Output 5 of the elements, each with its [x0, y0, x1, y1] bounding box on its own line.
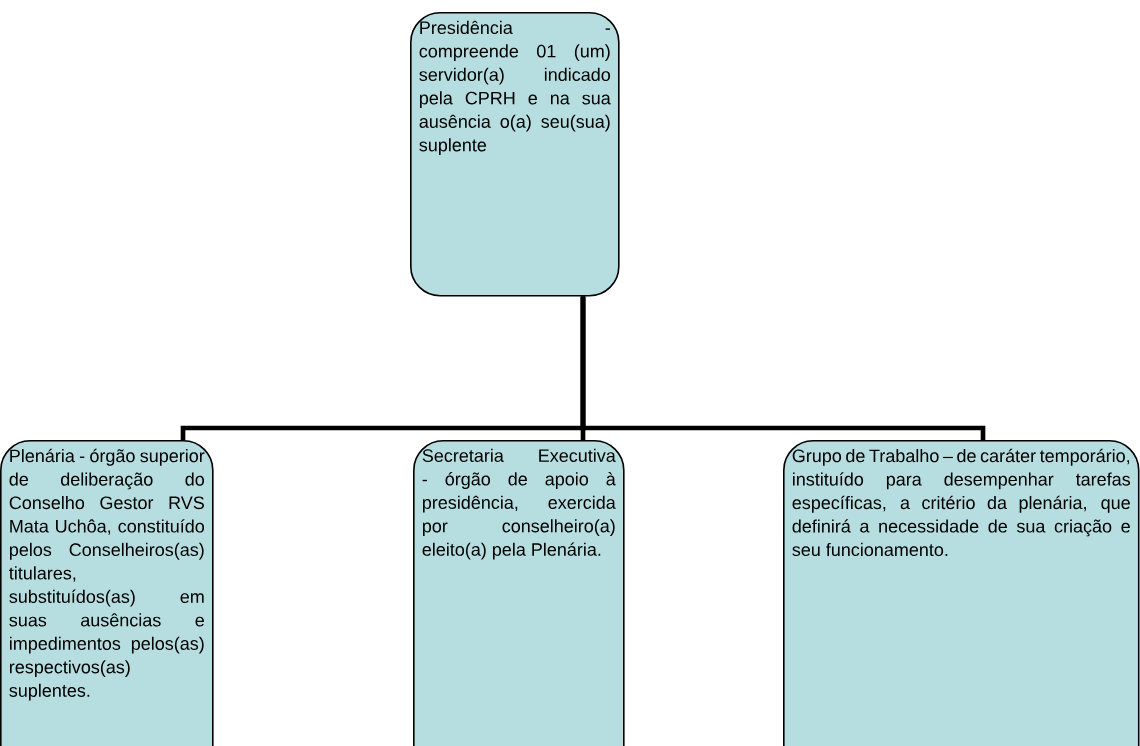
org-box: Presidência - compreende 01 (um) servidor(a) indicado pela CPRH e na sua ausência o(a) seu(sua) suplente — [410, 12, 620, 297]
org-box: Plenária - órgão superior de deliberação do Conselho Gestor RVS Mata Uchôa, constituído pelos Conselheiros(as) titulares, substituídos(as) em suas ausências e impedimentos pelos(as) respectivos(as) suplentes. — [0, 440, 214, 746]
connector-line — [580, 296, 986, 440]
org-box: Secretaria Executiva - órgão de apoio à presidência, exercida por conselheiro(a) eleito(a) pela Plenária. — [413, 440, 625, 746]
org-box: Grupo de Trabalho – de caráter temporário, instituído para desempenhar tarefas específicas, a critério da plenária, que definirá a necessidade de sua criação e seu funcionamento. — [783, 440, 1140, 746]
